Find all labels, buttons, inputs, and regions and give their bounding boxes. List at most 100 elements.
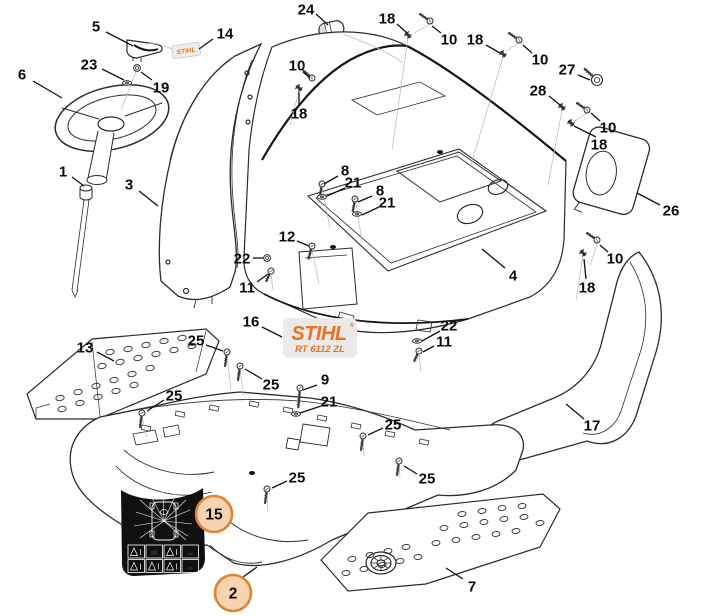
panel-slot <box>174 410 186 418</box>
screw-glyph <box>575 101 591 114</box>
nut-glyph <box>133 64 141 72</box>
callout-leader-line <box>296 240 310 247</box>
callout-leader-line <box>146 399 165 412</box>
label-arrow-line <box>133 520 165 527</box>
distance-bar-icon <box>181 544 199 559</box>
part-number-16: 16 <box>243 314 260 331</box>
safety-warning-label: ⇄↔↔ <box>121 488 205 576</box>
part-number-28: 28 <box>530 83 547 100</box>
screw-glyph <box>413 347 423 363</box>
part-number-17: 17 <box>584 418 601 435</box>
part-number-27: 27 <box>559 62 576 79</box>
callout-leader-line <box>205 344 224 352</box>
screw-glyph <box>418 12 434 25</box>
left-side-panel <box>158 42 263 309</box>
plate-hole <box>187 342 197 350</box>
guide-line <box>362 439 365 457</box>
plate-hole <box>499 516 509 522</box>
plate-hole <box>57 405 67 413</box>
label-arrow-line <box>135 511 165 522</box>
callout-leader-line <box>431 25 442 34</box>
callout-leader-line <box>140 71 153 81</box>
plate-hole <box>341 570 351 576</box>
warning-person-icon <box>163 544 181 559</box>
callout-leader-line <box>548 95 561 106</box>
callout-leader-line <box>242 566 258 578</box>
label-arrow-line <box>149 493 165 522</box>
panel-slot <box>248 400 260 408</box>
warning-book-icon <box>127 544 145 559</box>
part-number-5: 5 <box>92 19 100 36</box>
highlighted-part-number-2: 2 <box>229 586 238 603</box>
part-number-18: 18 <box>579 280 596 297</box>
guide-line <box>120 71 137 111</box>
plate-hole <box>145 364 155 372</box>
callout-leader-line <box>421 330 441 342</box>
clip-glyph <box>498 49 507 58</box>
logo-brand-text: STIHL <box>291 323 347 345</box>
label-arrow-line <box>163 499 187 522</box>
clip-glyph <box>557 102 566 111</box>
panel-slot <box>282 406 294 414</box>
part-number-18: 18 <box>291 106 308 123</box>
plate-hole <box>479 519 489 525</box>
guide-line <box>418 354 422 373</box>
part-number-25: 25 <box>263 377 280 394</box>
callout-leader-line <box>138 190 159 207</box>
guide-line <box>355 202 363 243</box>
washer-glyph <box>317 194 327 200</box>
callout-leader-line <box>565 403 585 420</box>
washer-glyph <box>122 80 132 86</box>
callout-leader-line <box>302 384 318 391</box>
panel-slot <box>384 430 396 438</box>
callout-leader-line <box>583 258 587 280</box>
callout-leader-line <box>32 80 63 99</box>
plate-hole <box>401 544 411 550</box>
plate-hole <box>413 554 423 560</box>
rear-cover <box>572 126 651 216</box>
parts-layer: ⇄↔↔ <box>26 20 662 592</box>
callout-leader-line <box>299 405 322 414</box>
callout-leader-line <box>261 326 283 338</box>
plate-hole <box>477 508 487 514</box>
panel-slot <box>208 404 220 412</box>
part-number-11: 11 <box>436 334 452 351</box>
guide-line <box>141 416 148 438</box>
clip-glyph <box>578 248 587 257</box>
plate-hole <box>55 394 65 402</box>
distance-bar-icon <box>181 559 199 573</box>
part-number-10: 10 <box>600 120 617 137</box>
screw-glyph <box>265 267 275 283</box>
knob-screw-glyph <box>583 67 604 87</box>
callout-leader-line <box>271 480 288 489</box>
washer-glyph <box>352 211 362 217</box>
plate-hole <box>365 552 375 558</box>
callout-leader-line <box>590 112 601 122</box>
plate-hole <box>97 362 107 370</box>
part-number-10: 10 <box>532 52 549 69</box>
washer-glyph <box>412 338 422 344</box>
right-footrest-plate <box>320 493 561 592</box>
plate-hole <box>535 520 545 526</box>
plate-hole <box>105 348 115 356</box>
part-number-22: 22 <box>234 251 251 268</box>
guide-line <box>239 369 245 397</box>
callout-leader-line <box>522 44 533 54</box>
callout-leader-line <box>367 427 384 436</box>
svg-text:⇄: ⇄ <box>151 550 157 557</box>
plate-hole <box>73 388 83 396</box>
plate-hole <box>141 341 151 349</box>
part-number-3: 3 <box>125 177 133 194</box>
plate-hole <box>91 382 101 390</box>
part-number-13: 13 <box>77 340 94 357</box>
plate-hole <box>395 558 405 564</box>
part-number-10: 10 <box>607 251 624 268</box>
plate-hole <box>109 376 119 384</box>
part-number-22: 22 <box>441 318 458 335</box>
highlighted-part-circle-15 <box>194 494 234 534</box>
part-number-8: 8 <box>341 163 349 180</box>
callout-leader-line <box>485 44 501 54</box>
screw-glyph <box>359 432 367 451</box>
